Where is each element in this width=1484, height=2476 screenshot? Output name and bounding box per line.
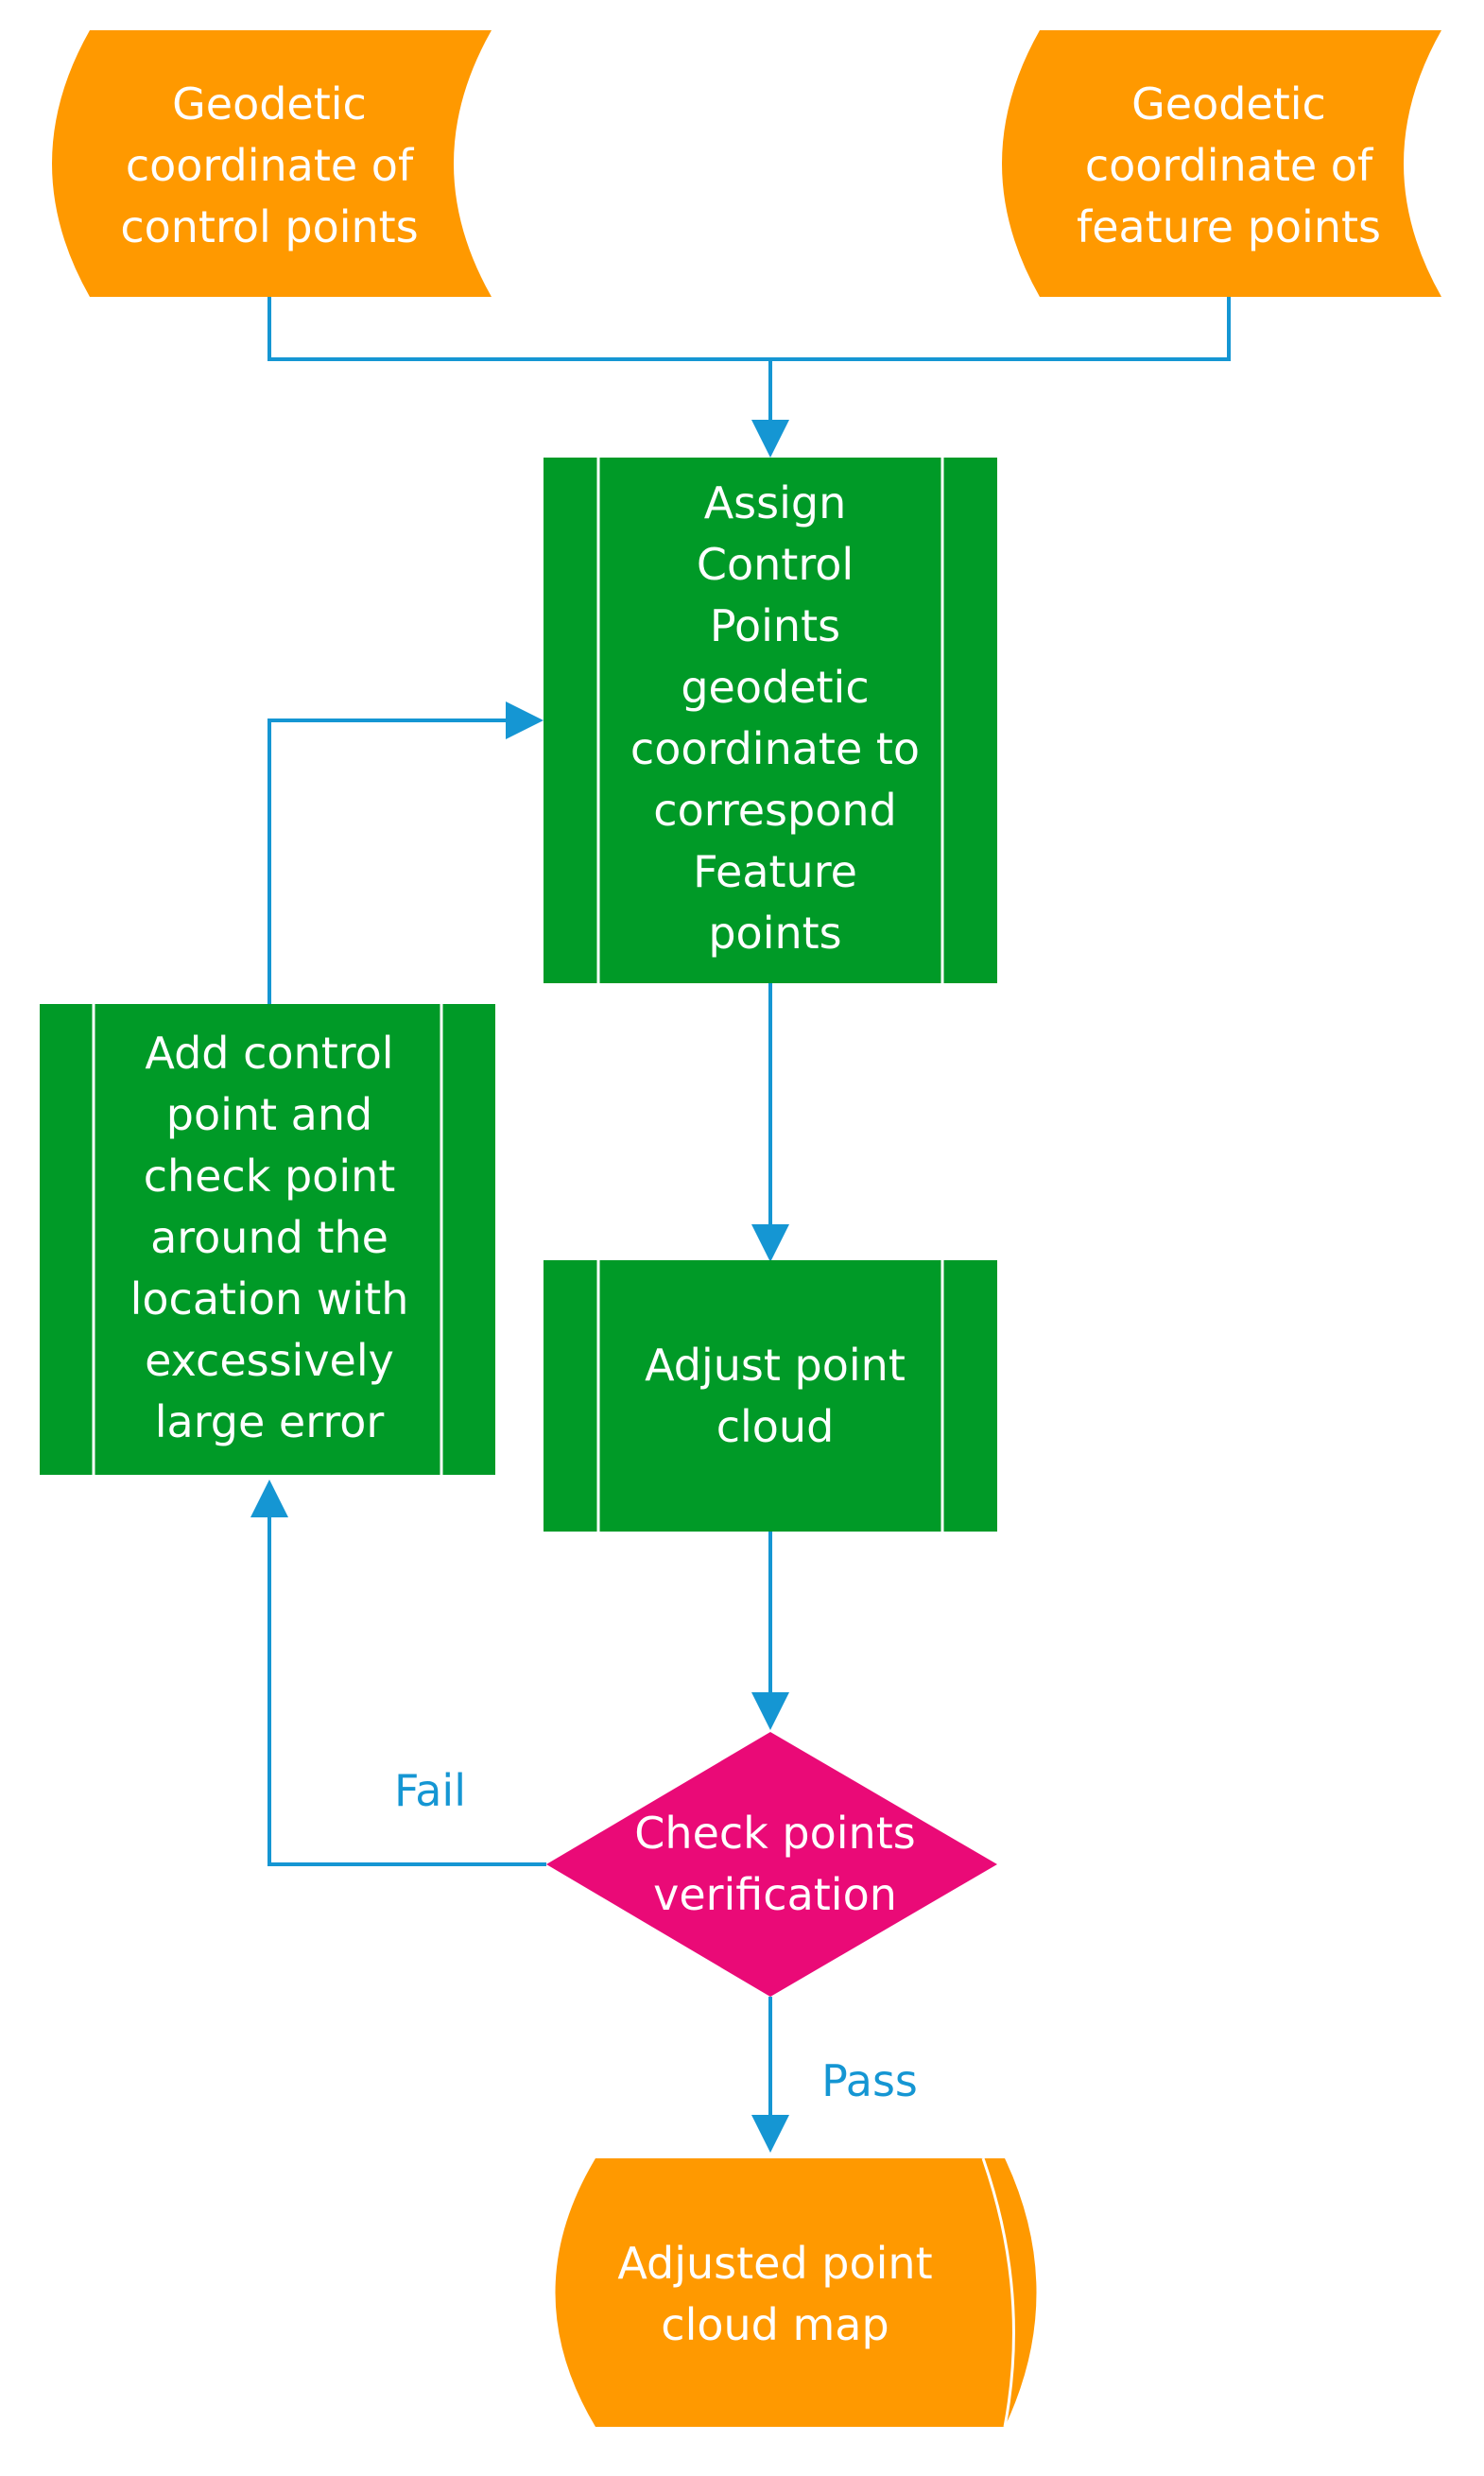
data-tape-shape <box>52 30 492 297</box>
node-label: Adjust point cloud <box>645 1340 906 1452</box>
node-label-line: coordinate of <box>1085 140 1374 191</box>
node-label-line: Check points <box>634 1808 915 1859</box>
node-label-line: point and <box>166 1089 372 1140</box>
node-label-line: check point <box>144 1151 396 1202</box>
node-label: Add control point and check point around th… <box>130 1028 409 1447</box>
node-label-line: Add control <box>145 1028 393 1079</box>
connector-add-to-assign <box>267 719 506 1004</box>
node-label-line: Adjusted point <box>617 2238 932 2289</box>
arrowhead-into-decision <box>751 1692 789 1730</box>
node-label-line: Feature <box>693 846 857 897</box>
connector-decision-fail-to-add <box>267 1517 546 1866</box>
process-box <box>544 1260 997 1532</box>
node-label: Adjusted point cloud map <box>617 2238 932 2350</box>
node-output-map: Adjusted point cloud map <box>555 2157 1037 2428</box>
node-label-line: control points <box>120 201 418 252</box>
stored-data-shape <box>555 2158 1037 2427</box>
node-label-line: around the <box>150 1212 388 1263</box>
data-tape-shape <box>1002 30 1441 297</box>
node-label-line: geodetic <box>681 662 869 713</box>
node-control-points-input: Geodetic coordinate of control points <box>52 30 492 297</box>
node-label-line: Adjust point <box>645 1340 906 1391</box>
node-label-line: feature points <box>1077 201 1381 252</box>
node-label-line: location with <box>130 1273 409 1325</box>
node-label-line: Geodetic <box>172 78 367 130</box>
edge-label-fail: Fail <box>394 1765 466 1816</box>
arrowhead-into-assign <box>751 420 789 458</box>
node-label-line: excessively <box>145 1335 394 1386</box>
node-label-line: cloud <box>716 1401 835 1452</box>
node-label-line: points <box>708 908 841 959</box>
node-label-line: correspond <box>653 785 896 836</box>
connector-feature-input-to-merge <box>770 297 1231 361</box>
node-label-line: coordinate to <box>630 723 920 774</box>
node-label: Check points verification <box>634 1808 915 1920</box>
node-label-line: large error <box>155 1396 385 1447</box>
connector-control-input-to-merge <box>267 297 770 361</box>
arrowhead-loop-into-assign <box>506 701 544 739</box>
node-add-points-process: Add control point and check point around th… <box>40 1004 495 1475</box>
node-label-line: verification <box>653 1869 897 1920</box>
node-verification-decision: Check points verification <box>546 1732 997 1997</box>
arrowhead-into-add <box>250 1480 288 1517</box>
process-box <box>40 1004 495 1475</box>
node-label-line: Points <box>710 600 840 651</box>
node-feature-points-input: Geodetic coordinate of feature points <box>1002 30 1441 297</box>
node-label-line: Assign <box>704 477 847 528</box>
node-label: Geodetic coordinate of feature points <box>1077 78 1381 252</box>
connectors <box>250 297 1231 2153</box>
node-adjust-process: Adjust point cloud <box>544 1260 997 1532</box>
decision-diamond <box>546 1732 997 1997</box>
arrowhead-into-output <box>751 2115 789 2153</box>
stored-data-edge-curve <box>981 2157 1015 2428</box>
node-label: Geodetic coordinate of control points <box>120 78 418 252</box>
process-box <box>544 458 997 983</box>
node-label-line: coordinate of <box>126 140 415 191</box>
node-label-line: Geodetic <box>1131 78 1326 130</box>
edge-label-pass: Pass <box>821 2055 918 2106</box>
arrowhead-into-adjust <box>751 1224 789 1262</box>
node-label-line: cloud map <box>661 2299 889 2350</box>
node-label-line: Control <box>697 539 854 590</box>
